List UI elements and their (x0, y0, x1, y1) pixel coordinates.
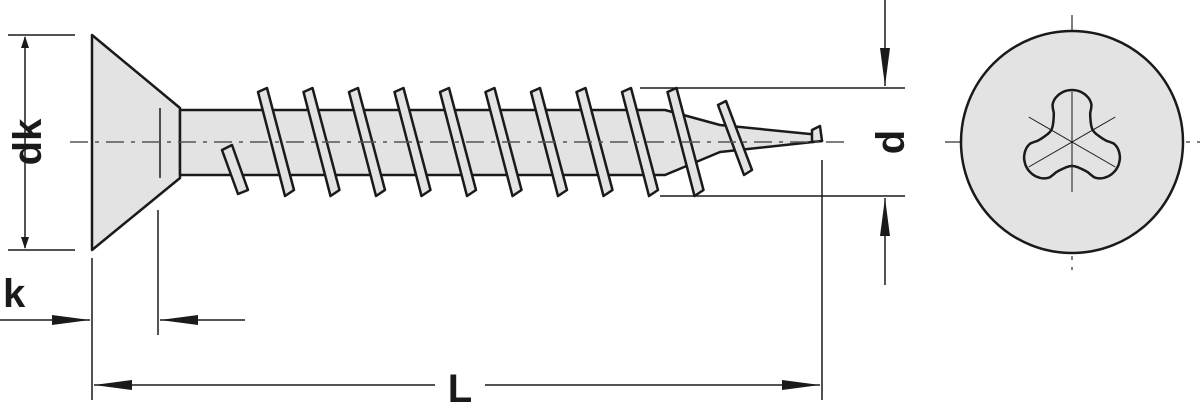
screw-head (90, 33, 182, 252)
screw-threads (220, 86, 824, 198)
d-label: d (869, 130, 913, 154)
torx-edge-line (1028, 116, 1116, 168)
thread-flank (620, 86, 660, 198)
L-label: L (448, 367, 472, 407)
thread-flank (220, 143, 250, 196)
thread-flank (575, 86, 614, 198)
dimension-lines (0, 0, 905, 400)
screw-side-view (90, 33, 824, 252)
thread-flank (393, 86, 432, 198)
thread-flank (810, 124, 824, 144)
thread-flank (716, 99, 754, 177)
dk-label: dk (6, 118, 50, 165)
thread-flank (302, 86, 341, 198)
screw-head-top-view (959, 29, 1185, 255)
k-label: k (3, 272, 26, 316)
